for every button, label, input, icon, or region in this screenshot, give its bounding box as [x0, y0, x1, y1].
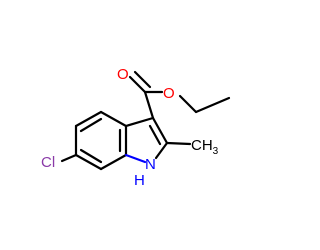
bond-c3-carbonyl [143, 90, 155, 120]
carbonyl-oxygen-label: O [117, 66, 129, 83]
bond-c3a-c3 [124, 116, 155, 128]
methyl-subscript: 3 [213, 146, 219, 157]
methyl-label: CH3 [191, 137, 219, 157]
bond-c3-c2-double [148, 124, 162, 146]
bond-carbonyl-o-double-b [133, 70, 152, 89]
bond-c4-c5 [74, 110, 103, 128]
nitrogen-label: N [145, 156, 156, 173]
pyrrole-ring [124, 116, 169, 164]
substituents [60, 70, 231, 163]
bond-c7a-c7 [99, 153, 128, 171]
bond-c5-c3a [99, 110, 128, 128]
bond-c7-c6-double [79, 148, 103, 164]
bond-oester-ch2 [178, 94, 198, 114]
bond-c3-c2 [151, 116, 169, 145]
bond-n-c7a [124, 153, 147, 164]
bond-c5-c4-double [79, 117, 103, 133]
bond-carbonyl-o-double-a [128, 75, 147, 94]
ester-oxygen-label: O [163, 85, 175, 102]
molecule-structure: O O N H Cl CH3 [41, 66, 231, 189]
bond-c2-n [154, 141, 169, 160]
bond-ch2-ch3 [194, 96, 231, 114]
nitrogen-hydrogen-label: H [134, 172, 145, 189]
bond-c2-methyl [165, 141, 192, 146]
methyl-text: CH [191, 137, 213, 154]
benzene-ring [74, 110, 128, 171]
bond-c7-c6 [74, 153, 103, 171]
bond-c6-cl [60, 153, 78, 163]
chlorine-label: Cl [41, 154, 55, 171]
